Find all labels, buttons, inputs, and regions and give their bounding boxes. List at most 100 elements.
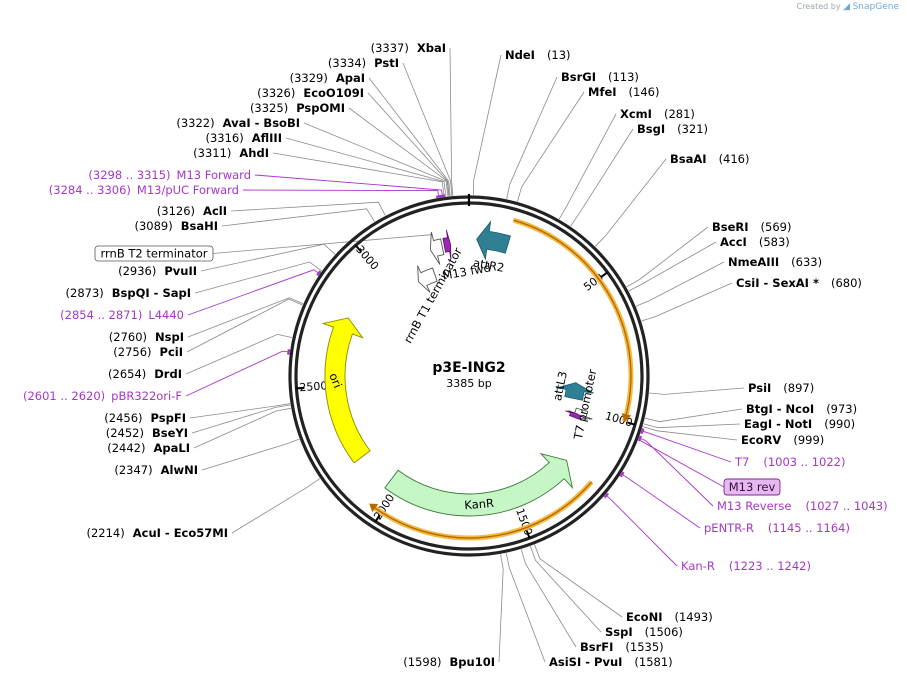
watermark-prefix: Created by bbox=[796, 2, 841, 11]
enzyme-label-1506: SspI(1506) bbox=[605, 625, 683, 639]
enzyme-name: AhdI bbox=[239, 146, 269, 160]
enzyme-site: (2442) bbox=[107, 441, 145, 455]
enzyme-leader-146 bbox=[517, 91, 585, 202]
enzyme-name: EagI - NotI bbox=[744, 417, 812, 431]
enzyme-leader-416 bbox=[595, 158, 667, 247]
enzyme-site: (1493) bbox=[674, 610, 712, 624]
kanR-arrow bbox=[384, 452, 574, 517]
enzyme-site: (680) bbox=[831, 276, 862, 290]
enzyme-leader-13 bbox=[473, 54, 502, 196]
M13-rev-highlight-label: M13 rev bbox=[729, 480, 776, 494]
enzyme-site: (3334) bbox=[328, 56, 366, 70]
tick-1000 bbox=[627, 421, 636, 426]
enzyme-label-973: BtgI - NcoI(973) bbox=[746, 402, 857, 416]
rrnB-T2-arrow bbox=[429, 231, 445, 265]
enzyme-leader-3329 bbox=[368, 77, 451, 197]
M13-rev-highlight-box bbox=[723, 478, 781, 496]
orange-arc-head-1 bbox=[369, 503, 379, 513]
enzyme-leader-3126 bbox=[230, 201, 386, 216]
enzyme-leader-281 bbox=[558, 113, 617, 220]
enzyme-site: (633) bbox=[791, 255, 822, 269]
primer-mark-2610 bbox=[287, 349, 291, 355]
enzyme-leader-2214 bbox=[231, 478, 321, 534]
primer-mark-2862 bbox=[316, 270, 322, 277]
enzyme-label-2347: (2347)AlwNI bbox=[114, 463, 198, 477]
T7-promoter-label: T7 promoter bbox=[571, 368, 600, 442]
enzyme-name: PspOMI bbox=[296, 101, 345, 115]
enzyme-leader-973 bbox=[644, 408, 743, 423]
primer-leader-2610 bbox=[185, 350, 290, 397]
enzyme-site: (2654) bbox=[108, 367, 146, 381]
enzyme-site: (416) bbox=[719, 152, 750, 166]
orange-arc-core-1 bbox=[371, 481, 593, 539]
enzyme-label-3126: (3126)AclI bbox=[157, 204, 227, 218]
enzyme-name: XcmI bbox=[620, 107, 652, 121]
leader-lines bbox=[185, 47, 745, 663]
attR2-label: attR2 bbox=[472, 256, 505, 275]
enzyme-label-3337: (3337)XbaI bbox=[371, 41, 446, 55]
tick-label-1000: 1000 bbox=[604, 409, 635, 429]
enzyme-leader-999 bbox=[642, 426, 738, 441]
primer-label-2610: (2601 .. 2620)pBR322ori-F bbox=[23, 389, 182, 403]
enzyme-name: CsiI - SexAI * bbox=[736, 276, 819, 290]
feature-layer bbox=[321, 217, 634, 541]
tick-3000 bbox=[354, 244, 362, 253]
primer-range: (1145 .. 1164) bbox=[768, 521, 850, 535]
rrnB-T2-label: rrnB T2 terminator bbox=[101, 247, 208, 261]
enzyme-label-3089: (3089)BsaHI bbox=[134, 219, 218, 233]
enzyme-label-999: EcoRV(999) bbox=[741, 433, 824, 447]
primer-mark-1154 bbox=[619, 471, 625, 478]
enzyme-name: NspI bbox=[155, 330, 184, 344]
enzyme-site: (1581) bbox=[634, 655, 672, 669]
enzyme-name: EcoRV bbox=[741, 433, 781, 447]
enzyme-name: BspQI - SapI bbox=[112, 286, 191, 300]
attL3-label: attL3 bbox=[550, 370, 570, 402]
enzyme-leader-2756 bbox=[186, 298, 303, 353]
enzyme-name: PciI bbox=[160, 345, 183, 359]
enzyme-leader-2760 bbox=[187, 297, 304, 338]
enzyme-leader-2654 bbox=[185, 333, 293, 375]
tick-label-2500: 2500 bbox=[299, 379, 328, 394]
ori-label: ori bbox=[326, 371, 345, 390]
enzyme-label-1535: BsrFI(1535) bbox=[580, 640, 664, 654]
plasmid-name: p3E-ING2 bbox=[432, 360, 505, 376]
enzyme-label-1598: (1598)Bpu10I bbox=[403, 655, 495, 669]
enzyme-leader-583 bbox=[628, 241, 717, 292]
enzyme-name: MfeI bbox=[588, 85, 617, 99]
primer-label-3306: (3298 .. 3315)M13 Forward bbox=[88, 168, 251, 182]
enzyme-label-1581: AsiSI - PvuI(1581) bbox=[549, 655, 673, 669]
enzyme-leader-321 bbox=[570, 128, 634, 227]
kanR-label: KanR bbox=[464, 496, 495, 512]
enzyme-leader-2452 bbox=[191, 404, 291, 434]
enzyme-site: (3126) bbox=[157, 204, 195, 218]
enzyme-site: (2756) bbox=[113, 345, 151, 359]
primer-range: (1223 .. 1242) bbox=[729, 559, 811, 573]
enzyme-name: BsrFI bbox=[580, 640, 613, 654]
enzyme-label-146: MfeI(146) bbox=[588, 85, 659, 99]
enzyme-site: (1506) bbox=[645, 625, 683, 639]
enzyme-label-2456: (2456)PspFI bbox=[104, 411, 186, 425]
enzyme-site: (3337) bbox=[371, 41, 409, 55]
primer-name: Kan-R bbox=[681, 559, 715, 573]
enzyme-label-990: EagI - NotI(990) bbox=[744, 417, 855, 431]
enzyme-name: BsaAI bbox=[670, 152, 707, 166]
enzyme-name: BsgI bbox=[637, 122, 665, 136]
enzyme-site: (321) bbox=[677, 122, 708, 136]
primer-name: M13 Reverse bbox=[717, 499, 791, 513]
M13-rev-highlight-leader bbox=[639, 439, 725, 488]
primer-name: pENTR-R bbox=[704, 521, 754, 535]
enzyme-site: (2936) bbox=[118, 264, 156, 278]
enzyme-name: ApaI bbox=[336, 71, 365, 85]
primer-label-2862: (2854 .. 2871)L4440 bbox=[60, 308, 184, 322]
primer-label-1012: T7(1003 .. 1022) bbox=[734, 455, 845, 469]
enzyme-label-3334: (3334)PstI bbox=[328, 56, 399, 70]
enzyme-label-2873: (2873)BspQI - SapI bbox=[66, 286, 191, 300]
primer-name: L4440 bbox=[148, 308, 184, 322]
enzyme-label-3329: (3329)ApaI bbox=[290, 71, 365, 85]
enzyme-leader-680 bbox=[641, 282, 733, 322]
enzyme-leader-897 bbox=[649, 387, 745, 395]
enzyme-label-2936: (2936)PvuII bbox=[118, 264, 197, 278]
primer-range: (2601 .. 2620) bbox=[23, 389, 105, 403]
enzyme-leader-2347 bbox=[201, 438, 300, 471]
primer-leader-2862 bbox=[187, 269, 320, 316]
